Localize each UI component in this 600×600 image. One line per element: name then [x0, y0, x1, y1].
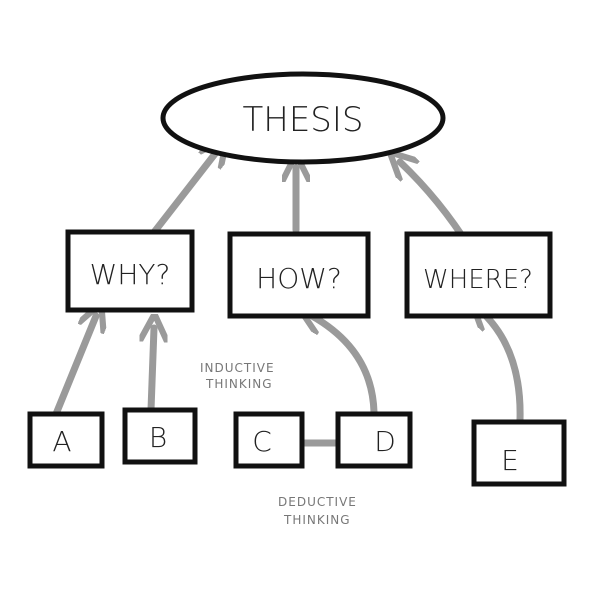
- evidence-label: E: [501, 444, 519, 477]
- evidence-c: C: [233, 411, 305, 469]
- evidence-label: A: [52, 425, 71, 458]
- thesis-node: THESIS: [160, 71, 446, 165]
- question-where: WHERE?: [404, 231, 553, 319]
- deductive-note-line2: THINKING: [283, 513, 351, 527]
- arrow-e-to-where: [482, 312, 524, 424]
- question-label: HOW?: [256, 262, 342, 295]
- evidence-b: B: [122, 407, 198, 465]
- question-why: WHY?: [65, 229, 195, 313]
- question-how: HOW?: [227, 231, 371, 319]
- thesis-label: THESIS: [242, 100, 363, 140]
- question-label: WHY?: [90, 258, 171, 291]
- arrow-d-to-how: [312, 316, 378, 416]
- evidence-label: C: [252, 425, 272, 458]
- question-label: WHERE?: [423, 265, 533, 295]
- evidence-a: A: [27, 411, 105, 469]
- deductive-note-line1: DEDUCTIVE: [278, 495, 357, 509]
- arrow-b-to-why: [151, 328, 154, 414]
- evidence-label: D: [374, 425, 396, 458]
- inductive-note-line1: INDUCTIVE: [200, 361, 275, 375]
- arrow-a-to-why: [52, 316, 96, 418]
- inductive-note-line2: THINKING: [205, 377, 273, 391]
- evidence-d: D: [335, 411, 413, 469]
- arrow-why-to-thesis: [144, 150, 218, 244]
- evidence-label: B: [149, 421, 167, 454]
- evidence-e: E: [471, 419, 567, 487]
